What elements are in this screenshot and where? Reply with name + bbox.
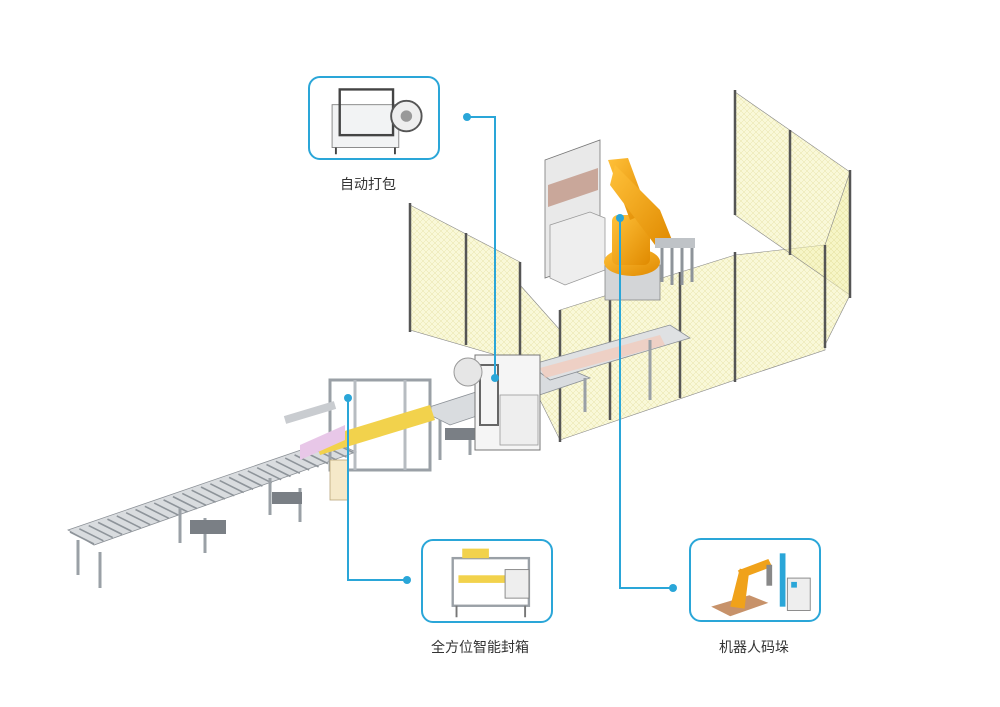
roller <box>247 470 273 484</box>
roller <box>209 483 235 497</box>
roller <box>78 528 104 542</box>
roller <box>125 511 151 526</box>
roller <box>294 454 319 468</box>
roller <box>116 515 142 529</box>
palletizing-callout <box>689 538 821 622</box>
callout-connectors <box>347 116 673 589</box>
palletizing-robot-thumbnail <box>711 553 811 617</box>
roller <box>275 460 301 475</box>
roller <box>97 521 123 536</box>
strapping-label: 自动打包 <box>340 177 396 193</box>
strapping-machine-thumbnail <box>331 88 423 155</box>
roller <box>191 489 217 503</box>
strapping-callout <box>308 76 440 160</box>
roller <box>88 524 114 539</box>
roller <box>256 466 282 481</box>
roller <box>200 486 226 500</box>
roller <box>69 531 95 545</box>
sealing-machine-thumbnail <box>451 548 531 618</box>
safety-fence <box>408 90 852 442</box>
roller <box>181 492 207 507</box>
strapping-machine <box>453 354 541 451</box>
sealing-callout <box>421 539 553 623</box>
palletizing-robot <box>604 158 695 301</box>
roller <box>153 502 179 516</box>
roller <box>107 518 132 532</box>
roller <box>144 505 170 520</box>
palletizing-label: 机器人码垛 <box>719 640 789 656</box>
roller <box>284 457 310 471</box>
sealing-label: 全方位智能封箱 <box>431 640 529 656</box>
roller <box>228 476 254 491</box>
roller-conveyor <box>67 324 691 588</box>
roller <box>219 479 245 494</box>
roller <box>163 499 188 513</box>
roller <box>135 508 160 523</box>
connector-dots <box>344 113 677 592</box>
roller <box>266 463 291 478</box>
sealing-machine <box>283 378 435 501</box>
control-panel <box>544 139 606 286</box>
roller <box>172 495 198 510</box>
roller <box>238 473 263 487</box>
